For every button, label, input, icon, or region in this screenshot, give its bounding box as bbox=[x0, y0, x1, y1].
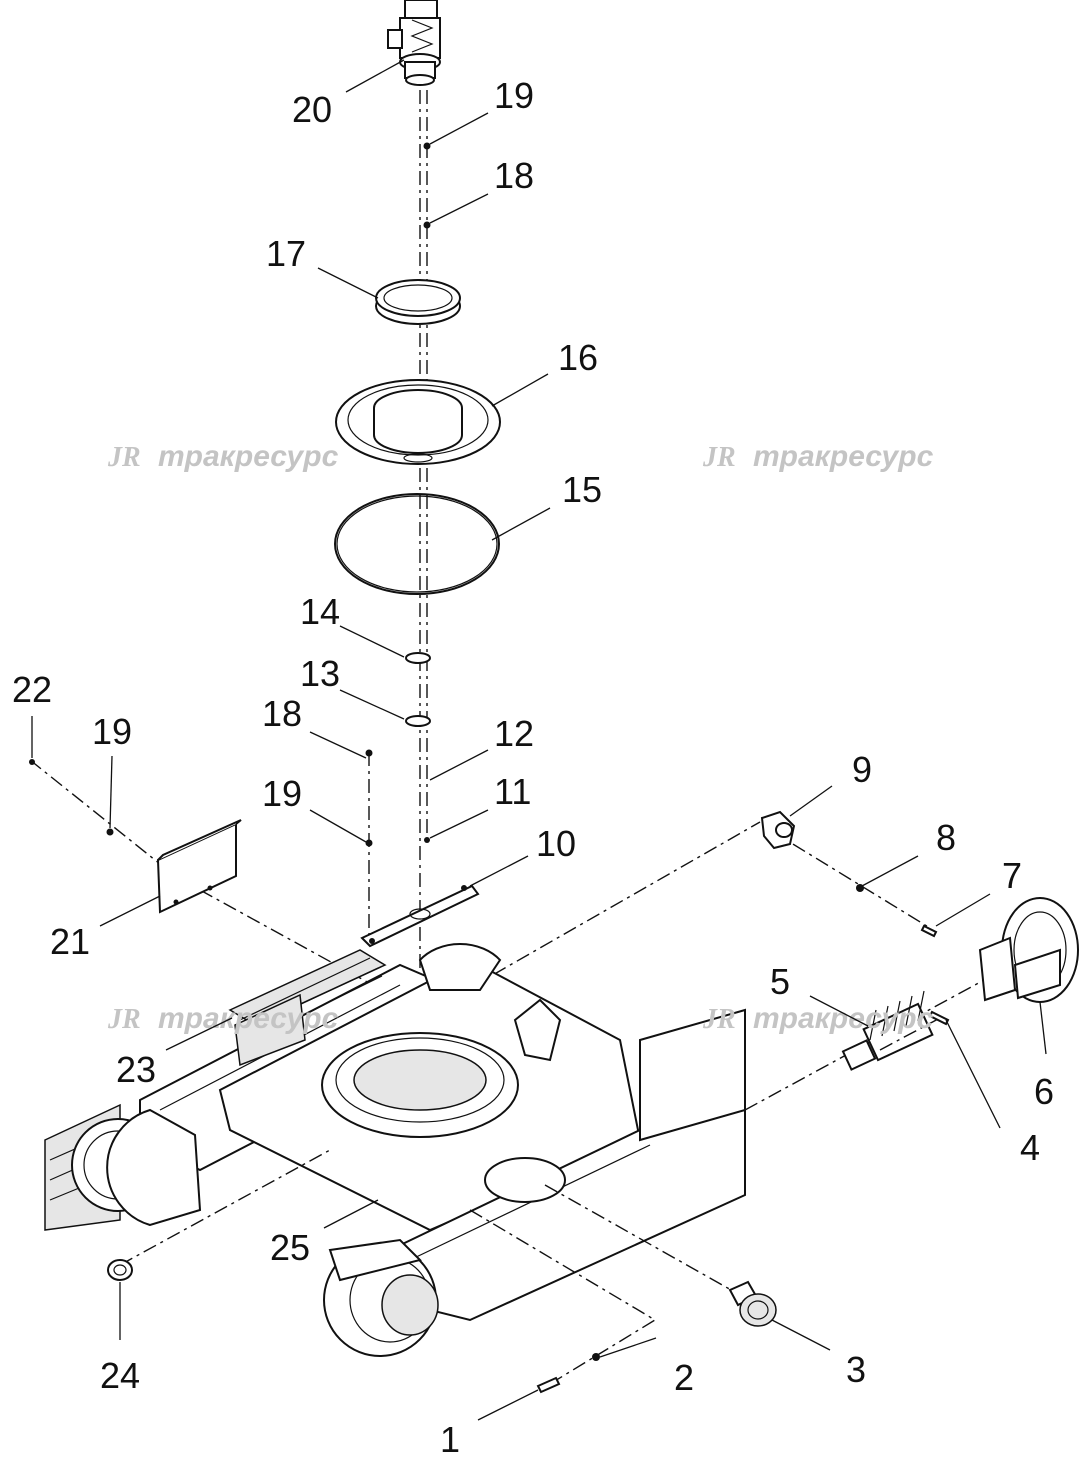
part-24-axis bbox=[119, 1149, 331, 1266]
part-19-washer-plate bbox=[106, 828, 114, 836]
callout-9: 9 bbox=[852, 749, 872, 790]
part-21-cover-plate bbox=[156, 819, 242, 914]
svg-text:ЈR: ЈR bbox=[702, 442, 736, 473]
callout-17: 17 bbox=[266, 233, 306, 274]
plate-bolt-axis bbox=[29, 759, 161, 865]
callout-11: 11 bbox=[494, 771, 531, 812]
callout-16: 16 bbox=[558, 337, 598, 378]
callout-15: 15 bbox=[562, 469, 602, 510]
part-20-swivel-joint bbox=[387, 0, 441, 86]
callout-24: 24 bbox=[100, 1355, 140, 1396]
callout-4: 4 bbox=[1020, 1127, 1040, 1168]
part-23-track-shoes bbox=[228, 949, 387, 1067]
callout-10: 10 bbox=[536, 823, 576, 864]
part-13-spacer bbox=[405, 715, 431, 727]
callout-19-top: 19 bbox=[494, 75, 534, 116]
watermark-3: ЈR тракресурс bbox=[107, 1002, 339, 1035]
part-14-spacer bbox=[405, 652, 431, 664]
callout-25: 25 bbox=[270, 1227, 310, 1268]
callout-2: 2 bbox=[674, 1357, 694, 1398]
part-24-seal bbox=[107, 1259, 133, 1281]
callout-19-left: 19 bbox=[262, 773, 302, 814]
callout-23: 23 bbox=[116, 1049, 156, 1090]
front-final-drive bbox=[323, 1238, 439, 1357]
watermark-2: ЈR тракресурс bbox=[702, 440, 934, 473]
rear-sprocket-drive bbox=[44, 1103, 202, 1231]
part-9-bracket bbox=[760, 810, 796, 850]
part-17-bearing-ring bbox=[375, 279, 461, 325]
part-22-bolt bbox=[29, 759, 35, 765]
callout-7: 7 bbox=[1002, 855, 1022, 896]
part-4-axis bbox=[879, 1017, 941, 1051]
leader-lines bbox=[31, 59, 1047, 1421]
callout-18-top: 18 bbox=[494, 155, 534, 196]
part-4-pin bbox=[928, 1010, 950, 1026]
callout-22: 22 bbox=[12, 669, 52, 710]
part-7-bolt bbox=[920, 924, 938, 938]
callout-6: 6 bbox=[1034, 1071, 1054, 1112]
part-6-idler bbox=[978, 897, 1079, 1003]
callout-5: 5 bbox=[770, 961, 790, 1002]
part-19-washer-left bbox=[365, 839, 373, 847]
svg-text:ЈR: ЈR bbox=[107, 442, 141, 473]
frame-axis-9 bbox=[469, 821, 761, 989]
callout-13: 13 bbox=[300, 653, 340, 694]
callout-20: 20 bbox=[292, 89, 332, 130]
callout-19-plate: 19 bbox=[92, 711, 132, 752]
watermark-text-4: тракресурс bbox=[753, 1002, 934, 1035]
callout-12: 12 bbox=[494, 713, 534, 754]
watermark-text-3: тракресурс bbox=[158, 1002, 339, 1035]
part-18-bolt-head bbox=[365, 749, 373, 757]
part-10-cover-plate bbox=[360, 884, 480, 948]
svg-text:ЈR: ЈR bbox=[702, 1004, 736, 1035]
part-2-washer bbox=[592, 1353, 600, 1361]
part-11-dot bbox=[424, 837, 430, 843]
part-3-valve bbox=[728, 1280, 777, 1327]
part-16-turntable-plate bbox=[335, 379, 501, 465]
part-3-axis bbox=[544, 1184, 741, 1296]
watermark-4: ЈR тракресурс bbox=[702, 1002, 934, 1035]
callout-3: 3 bbox=[846, 1349, 866, 1390]
part-18-dot bbox=[423, 221, 431, 229]
watermark-1: ЈR тракресурс bbox=[107, 440, 339, 473]
svg-text:ЈR: ЈR bbox=[107, 1004, 141, 1035]
watermark-text-2: тракресурс bbox=[753, 440, 934, 473]
callout-14: 14 bbox=[300, 591, 340, 632]
undercarriage-frame bbox=[139, 943, 746, 1322]
watermark-text-1: тракресурс bbox=[158, 440, 339, 473]
callout-1: 1 bbox=[440, 1419, 460, 1460]
callout-labels: 20 19 18 17 16 15 14 13 18 12 11 19 10 9… bbox=[12, 75, 1054, 1460]
part-1-2-axis bbox=[469, 1209, 657, 1391]
part-1-bolt bbox=[536, 1376, 561, 1394]
callout-18-left: 18 bbox=[262, 693, 302, 734]
callout-21: 21 bbox=[50, 921, 90, 962]
tensioner-bolt-axis bbox=[769, 829, 931, 929]
callout-8: 8 bbox=[936, 817, 956, 858]
part-15-o-ring bbox=[334, 493, 500, 595]
part-5-recoil-spring bbox=[841, 990, 934, 1071]
part-19-dot bbox=[423, 142, 431, 150]
